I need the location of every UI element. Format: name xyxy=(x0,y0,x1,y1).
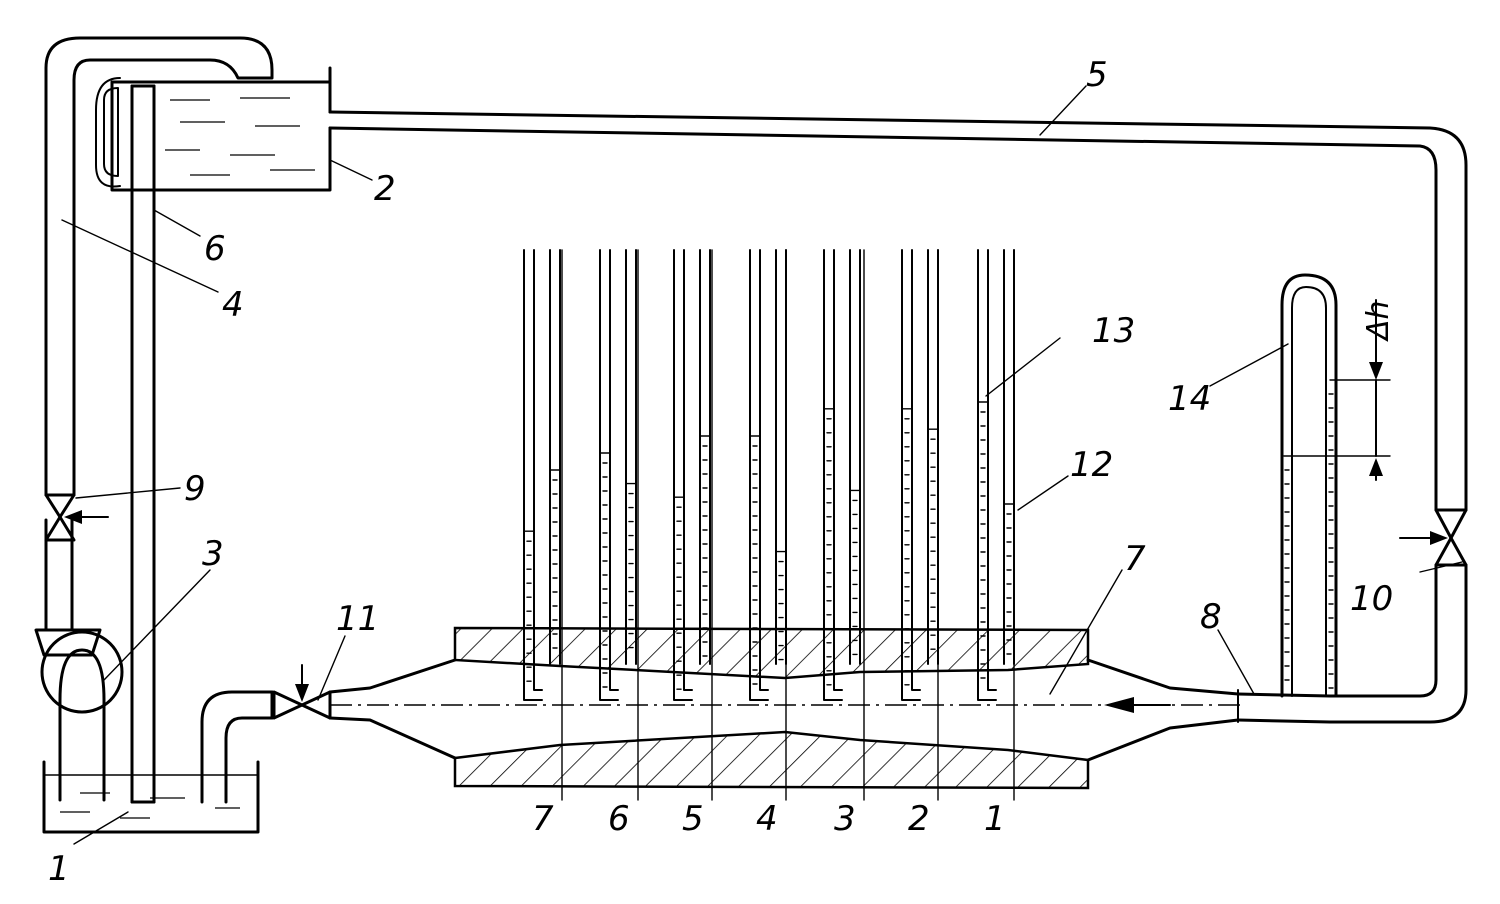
label-return-pipe: 5 xyxy=(1086,55,1108,95)
outlet-pipe xyxy=(200,690,274,804)
pitot-tube-outer xyxy=(977,249,997,701)
pump xyxy=(34,628,124,802)
label-manometer: 14 xyxy=(1168,379,1211,419)
label-head-tank: 2 xyxy=(374,169,396,209)
label-test-channel: 7 xyxy=(1124,539,1146,579)
measuring-tube-pair xyxy=(673,249,711,701)
pitot-tube-inner xyxy=(609,249,619,691)
pitot-tube-inner xyxy=(833,249,843,691)
u-tube-manometer xyxy=(1280,273,1391,698)
label-overflow-pipe: 6 xyxy=(204,229,226,269)
label-piezometer: 12 xyxy=(1070,445,1113,485)
measuring-tube-pair xyxy=(599,249,637,701)
pitot-tube-outer xyxy=(823,249,843,701)
return-pipe xyxy=(328,110,1468,724)
pitot-tube-inner xyxy=(533,249,543,691)
section-lines xyxy=(561,249,1015,801)
label-inlet-section: 8 xyxy=(1200,597,1222,637)
pitot-tube-inner xyxy=(911,249,921,691)
label-valve-9: 9 xyxy=(184,469,206,509)
pitot-tube-outer xyxy=(673,249,693,701)
pitot-tube-outer xyxy=(901,249,921,701)
supply-pipe xyxy=(44,36,274,632)
section-labels: 7 6 5 4 3 2 1 xyxy=(532,799,1006,839)
sump-tank xyxy=(42,760,260,834)
section-label: 6 xyxy=(608,799,630,839)
measuring-tube-pair xyxy=(823,249,861,701)
label-pump: 3 xyxy=(202,534,224,574)
pitot-tube-inner xyxy=(683,249,693,691)
pitot-tube-outer xyxy=(523,249,543,701)
pitot-tube-outer xyxy=(599,249,619,701)
leader-lines xyxy=(61,85,1463,845)
section-label: 1 xyxy=(984,799,1006,839)
label-supply-pipe: 4 xyxy=(222,285,244,325)
section-label: 7 xyxy=(532,799,554,839)
labels: 1 2 3 4 5 6 7 8 9 10 11 12 13 14 Δh xyxy=(48,55,1396,889)
label-sump: 1 xyxy=(48,849,70,889)
section-label: 2 xyxy=(908,799,930,839)
section-label: 5 xyxy=(682,799,704,839)
label-valve-11: 11 xyxy=(336,599,379,639)
label-delta-h: Δh xyxy=(1361,300,1396,342)
pitot-tube-outer xyxy=(749,249,769,701)
valve-9 xyxy=(44,493,109,542)
section-label: 4 xyxy=(756,799,778,839)
valve-10 xyxy=(1399,508,1468,567)
label-valve-10: 10 xyxy=(1350,579,1393,619)
pitot-tube-inner xyxy=(987,249,997,691)
head-tank xyxy=(95,66,332,192)
pitot-tube-inner xyxy=(759,249,769,691)
section-label: 3 xyxy=(834,799,856,839)
measuring-tube-pair xyxy=(523,249,561,701)
test-channel xyxy=(328,626,1332,790)
label-pitot-tube: 13 xyxy=(1092,311,1135,351)
overflow-pipe xyxy=(130,84,156,804)
